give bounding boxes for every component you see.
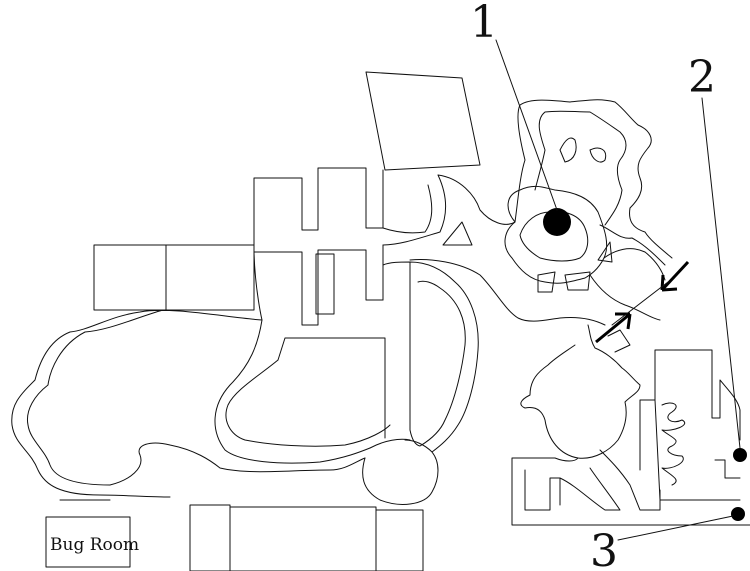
arrow-2-head [615,312,632,330]
triangle-notch [442,221,473,246]
lower-right-block [511,349,750,526]
upper-passages [514,99,673,266]
marker-1-dot [543,208,571,236]
leader-2 [701,97,741,449]
marker-1-label: 1 [470,0,498,48]
leader-1 [495,39,558,211]
marker-2-dot [733,448,747,462]
room-bottom-a [189,504,231,571]
corridor-central [253,167,384,326]
corridor-arrows [589,248,666,321]
arrow-1-head [660,274,678,292]
room-bottom-c [375,509,424,571]
marker-3-dot [731,507,745,521]
room-inner [277,337,386,439]
room-left-a [93,244,167,311]
marker-2-label: 2 [688,52,716,103]
pillar [315,253,335,315]
cave-passage [225,359,391,447]
cave-outline-left [11,251,371,498]
cave-loop-bottom [362,438,439,505]
channel-right [382,174,606,326]
bug-room-label: Bug Room [50,535,139,555]
coil [661,402,685,486]
arrow-2-shaft [595,312,631,344]
corridor-drop [382,261,479,453]
arrow-1-shaft [660,260,690,292]
room-left-b [165,244,255,311]
leader-3 [617,515,734,541]
chamber-1-sub [537,241,613,293]
arrow-axis [611,281,669,326]
round-chamber [520,324,641,459]
bug-room-box [45,516,131,568]
room-top [365,71,481,171]
marker-3-label: 3 [590,526,618,571]
room-bottom-b [229,506,377,571]
